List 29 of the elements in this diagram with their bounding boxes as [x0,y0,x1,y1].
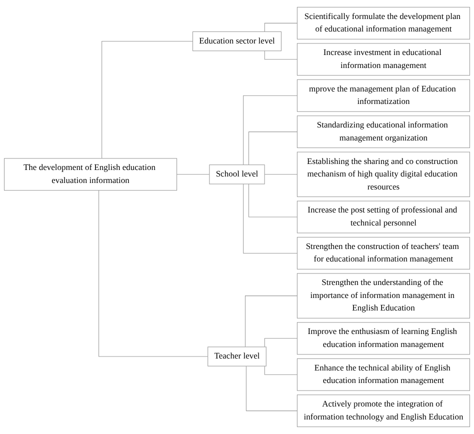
connector [264,50,298,60]
node-box: The development of English education evaluation information [4,158,178,191]
node-box: mprove the management plan of Education informatization [296,79,470,112]
node-box: Improve the enthusiasm of learning English education information management [296,322,470,355]
connector [98,190,208,357]
connector [243,184,298,254]
connector [264,174,298,175]
node-box: Education sector level [192,31,282,52]
connector [264,22,298,32]
node-box: Enhance the technical ability of English education information management [296,358,470,391]
connector [244,296,298,348]
node-box: School level [209,164,265,184]
node-box: Teacher level [208,346,266,366]
node-box: Strengthen the understanding of the importance of information management in English Education [296,273,470,318]
connector [243,95,298,166]
node-box: Increase the post setting of professional and technical personnel [296,200,470,234]
node-box: Standardizing educational information management organization [296,116,470,148]
node-box: Strengthen the construction of teachers' team for educational information management [296,236,470,270]
node-box: Actively promote the integration of information technology and English Education [296,394,470,428]
node-box: Establishing the sharing and co construction mechanism of high quality digital education resources [296,152,470,198]
connector [264,366,298,375]
node-box: Scientifically formulate the development plan of educational information management [296,6,470,40]
connector [102,41,194,159]
node-box: Increase investment in educational information management [296,43,470,76]
connector [248,184,298,218]
connector [264,338,298,348]
connector [176,174,210,175]
connector [246,366,298,412]
connector [248,132,298,166]
